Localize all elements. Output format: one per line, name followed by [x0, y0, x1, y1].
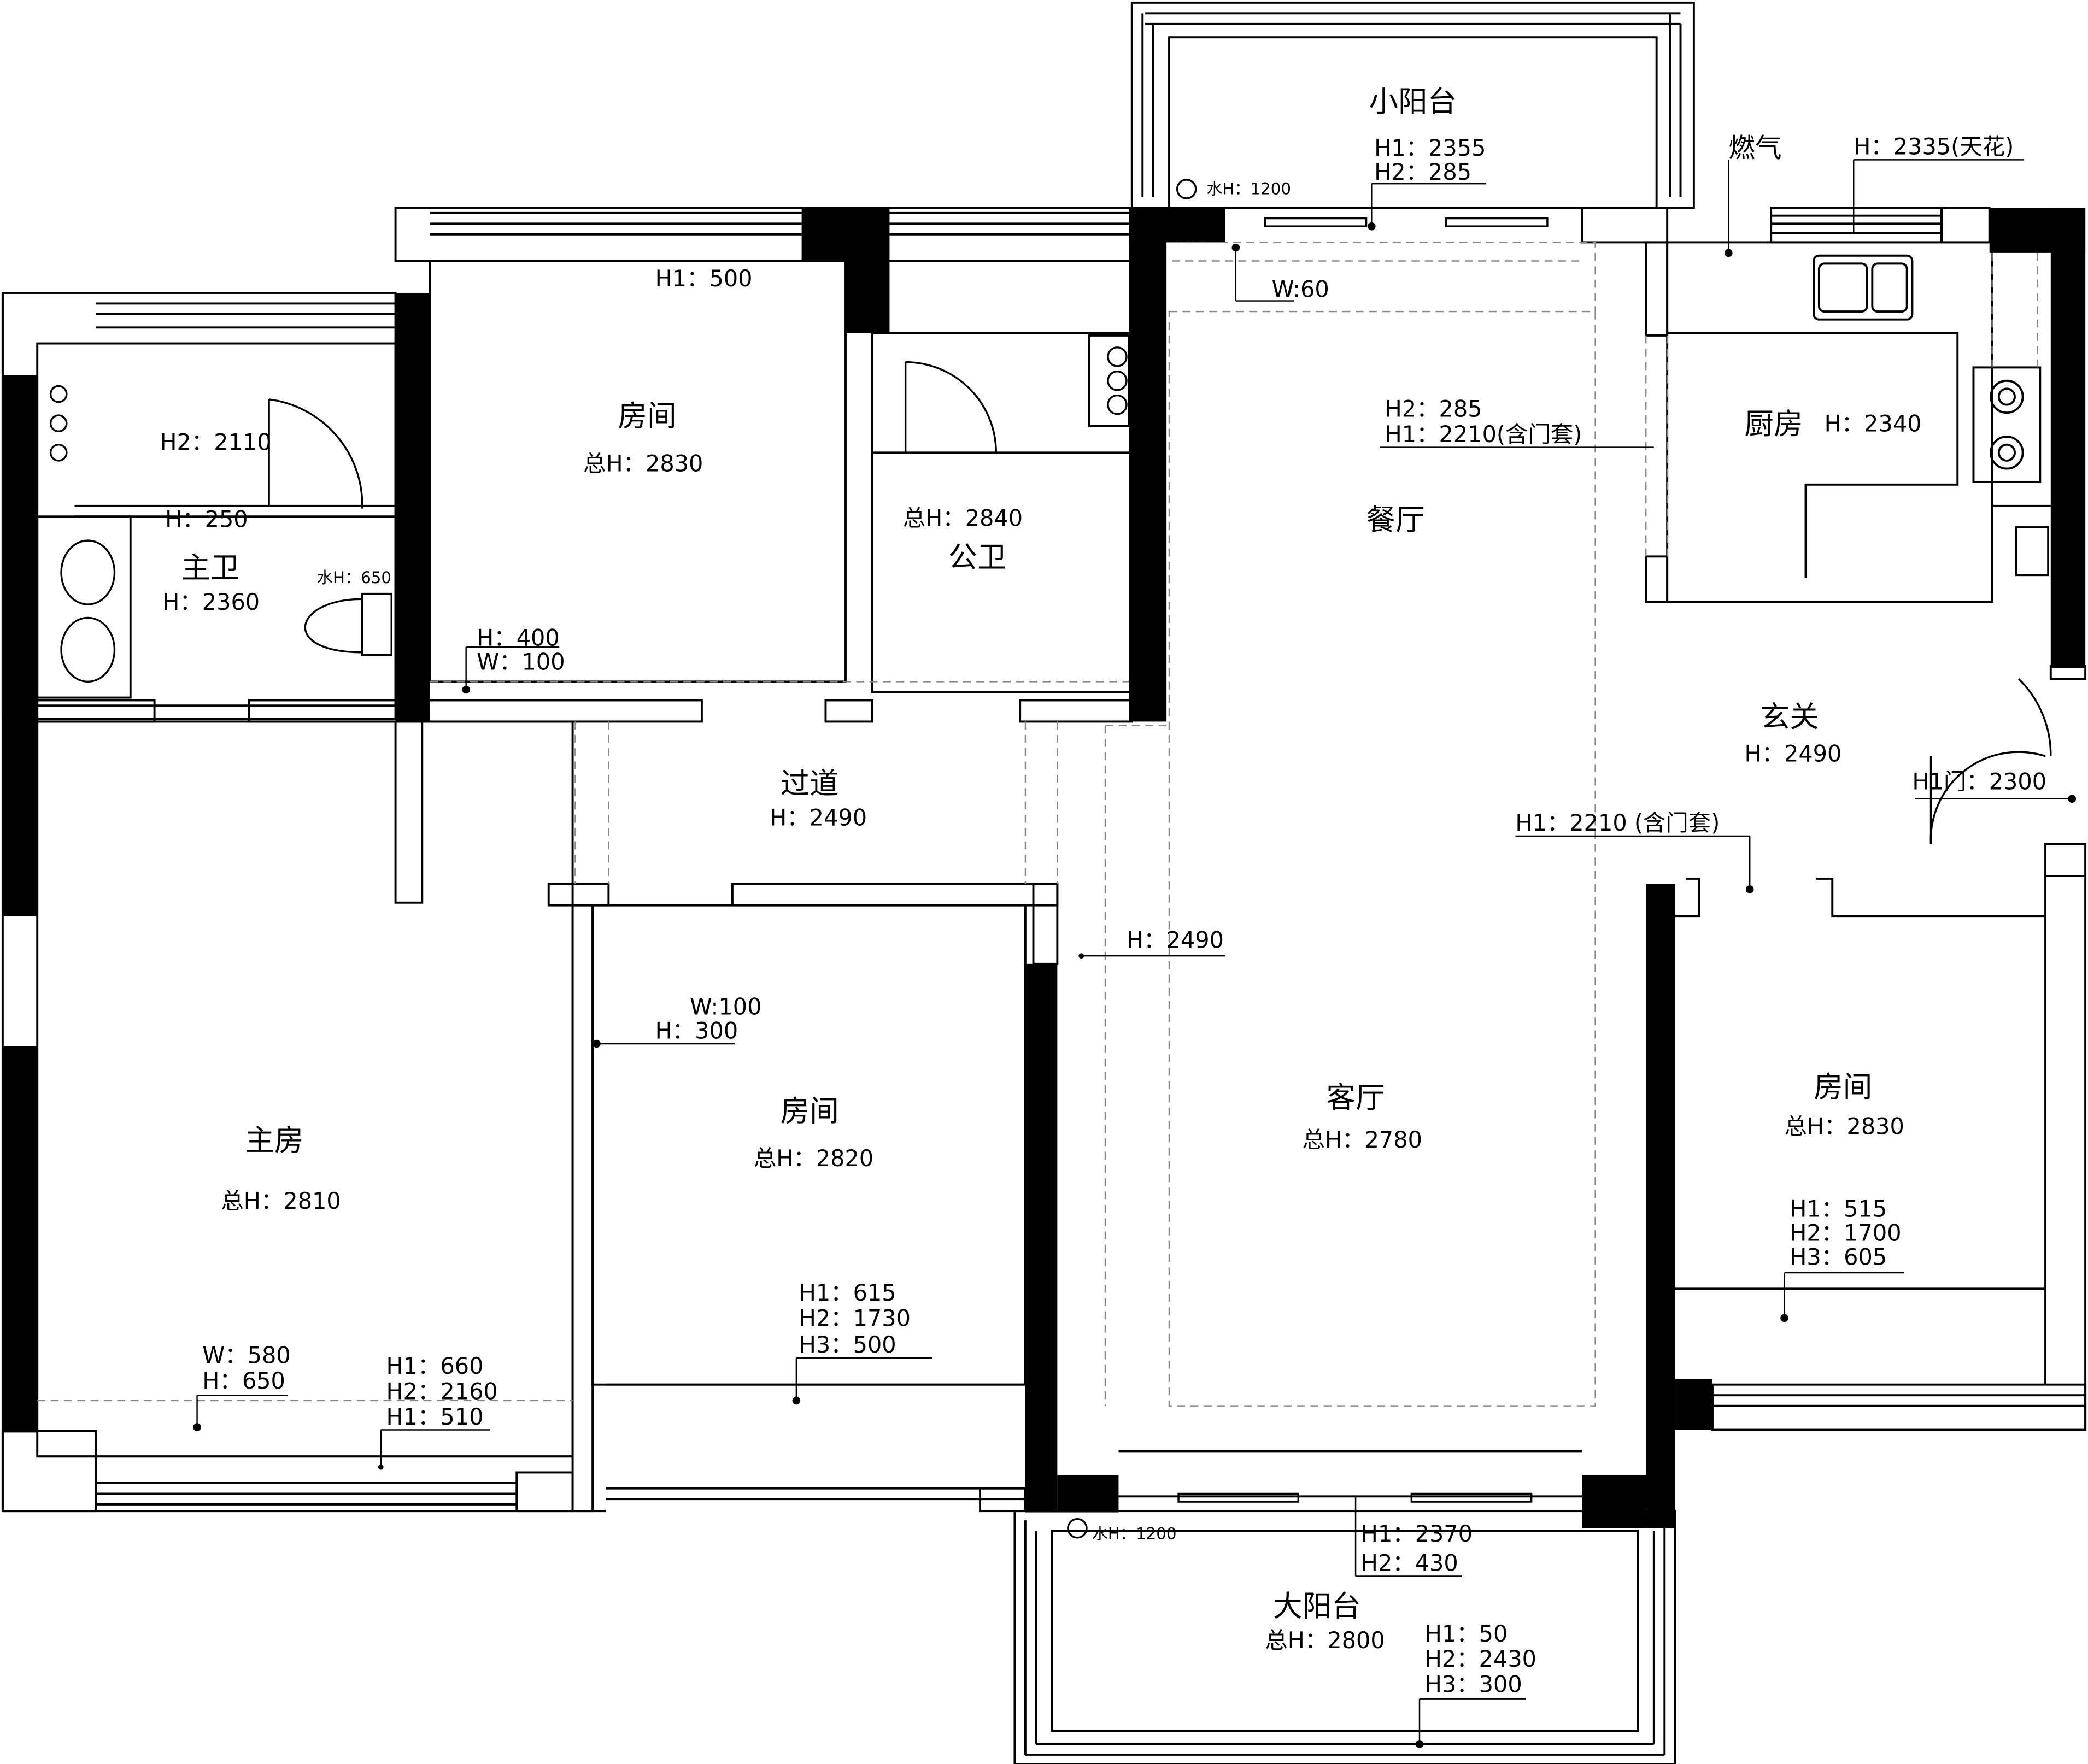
- label-m-w: W：580: [202, 1343, 290, 1369]
- label-ceiling: H：2335(天花): [1854, 134, 2014, 160]
- room-labels: 小阳台 燃气 房间 主卫 公卫 餐厅 厨房 过道 玄关 房间 主房 房间 客厅 …: [181, 85, 1872, 1624]
- label-h300: H：300: [655, 1018, 738, 1044]
- label-rm-h3: H3：500: [799, 1332, 896, 1358]
- label-bath-h250: H：250: [165, 507, 248, 533]
- label-living-h: H：2490: [1127, 927, 1224, 954]
- room-kitchen: 厨房: [1744, 407, 1803, 441]
- label-m-h1: H1：660: [386, 1353, 484, 1379]
- label-foyer-h: H：2490: [1744, 741, 1841, 767]
- label-bb-w3: H3：300: [1425, 1671, 1522, 1697]
- label-pub-total: 总H：2840: [903, 505, 1023, 531]
- room-gas: 燃气: [1728, 133, 1781, 163]
- label-dining-h1: H1：2210(含门套): [1385, 421, 1582, 448]
- label-rm-h2: H2：1730: [799, 1305, 911, 1331]
- label-w100: W：100: [477, 649, 565, 675]
- room-top: 房间: [618, 399, 676, 433]
- label-m-h2: H2：2160: [386, 1378, 498, 1404]
- label-room-mid-total: 总H：2820: [754, 1145, 873, 1172]
- label-living-total: 总H：2780: [1303, 1127, 1422, 1153]
- label-corr-h: H：2490: [770, 804, 867, 831]
- dashed-lines: [37, 242, 2038, 1407]
- label-rm-h1: H1：615: [799, 1280, 896, 1306]
- label-bath-h: H：2360: [162, 589, 260, 615]
- label-bb-w1: H1：50: [1425, 1621, 1508, 1647]
- label-w100b: W:100: [690, 993, 762, 1020]
- label-top-room-h1: H1：500: [655, 266, 753, 292]
- label-sb-h1: H1：2355: [1374, 135, 1486, 161]
- room-small-balcony: 小阳台: [1369, 85, 1457, 119]
- label-h400: H：400: [477, 625, 560, 651]
- room-dining: 餐厅: [1366, 503, 1425, 537]
- room-foyer: 玄关: [1761, 699, 1819, 734]
- room-mid: 房间: [781, 1093, 839, 1128]
- label-bath-h2: H2：2110: [160, 429, 271, 455]
- label-rr-h3: H3：605: [1790, 1244, 1887, 1270]
- room-corridor: 过道: [781, 766, 839, 801]
- room-big-balcony: 大阳台: [1273, 1589, 1361, 1624]
- leader-lines: [196, 159, 2072, 1744]
- room-master: 主房: [245, 1123, 303, 1157]
- label-bb-total: 总H：2800: [1265, 1627, 1385, 1654]
- label-dining-h2: H2：285: [1385, 396, 1482, 422]
- label-bb-water: 水H：1200: [1092, 1524, 1177, 1543]
- label-sb-h2: H2：285: [1374, 159, 1471, 185]
- room-master-bath: 主卫: [181, 550, 239, 585]
- label-bath-water: 水H：650: [317, 568, 391, 587]
- label-bb-h2: H2：430: [1361, 1550, 1458, 1577]
- label-top-room-total: 总H：2830: [583, 450, 703, 477]
- marker-dots: [193, 222, 2077, 1748]
- room-living: 客厅: [1326, 1080, 1385, 1115]
- room-public-bath: 公卫: [948, 540, 1007, 574]
- structural-walls: [2, 208, 2086, 1528]
- label-bb-h1: H1：2370: [1361, 1521, 1473, 1547]
- label-rr-h1: H1：515: [1790, 1196, 1887, 1222]
- label-m-h1b: H1：510: [386, 1404, 484, 1430]
- label-rr-h2: H2：1700: [1790, 1220, 1901, 1246]
- room-right: 房间: [1814, 1069, 1872, 1104]
- label-kitchen-h: H：2340: [1825, 410, 1922, 437]
- label-m-h: H：650: [202, 1368, 285, 1394]
- label-w60: W:60: [1272, 276, 1329, 302]
- label-foyer-door: H1门：2300: [1912, 769, 2046, 795]
- label-sb-water: 水H：1200: [1206, 180, 1291, 198]
- label-room-right-total: 总H：2830: [1785, 1114, 1904, 1140]
- doors-fixtures: [49, 179, 2052, 1539]
- label-bb-w2: H2：2430: [1425, 1646, 1536, 1672]
- dimension-labels: H1：2355 H2：285 水H：1200 H：2335(天花) W:60 H…: [160, 134, 2046, 1698]
- label-foyer-h1: H1：2210 (含门套): [1515, 810, 1720, 836]
- label-master-total: 总H：2810: [221, 1188, 341, 1214]
